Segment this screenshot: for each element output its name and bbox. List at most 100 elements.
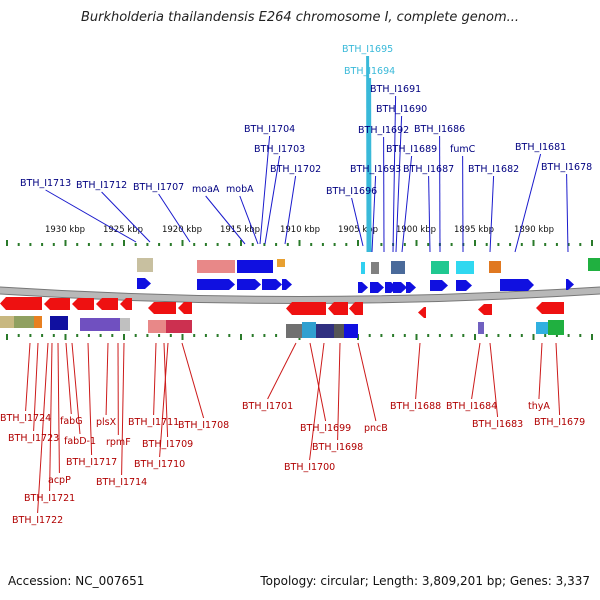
forward-gene-label: BTH_I1687 (403, 164, 454, 175)
scale-label: 1900 kbp (396, 225, 436, 235)
tick-mark (158, 334, 161, 337)
tick-mark (474, 240, 476, 246)
reverse-gene-label: BTH_I1701 (242, 401, 293, 412)
leader-line (471, 342, 481, 400)
leader-line (181, 342, 205, 419)
tick-mark (99, 334, 102, 337)
tick-mark (509, 243, 512, 246)
tick-mark (6, 334, 8, 340)
gene-arrow (44, 298, 70, 310)
leader-line (428, 175, 431, 253)
reverse-gene-label: fabD-1 (64, 436, 96, 447)
tick-mark (485, 334, 488, 337)
forward-gene-label: BTH_I1702 (270, 164, 321, 175)
leader-line (351, 197, 364, 247)
tick-mark (403, 243, 406, 246)
annotation-block (302, 322, 316, 338)
leader-line (239, 195, 259, 245)
leader-line (159, 342, 169, 458)
reverse-gene-label: acpP (48, 475, 71, 486)
tick-mark (240, 334, 242, 340)
annotation-block (34, 316, 42, 328)
tick-mark (76, 334, 79, 337)
forward-gene-label: BTH_I1682 (468, 164, 519, 175)
reverse-gene-label: BTH_I1700 (284, 462, 335, 473)
forward-leader-lines (45, 55, 569, 253)
tick-mark (52, 334, 55, 337)
tick-mark (29, 243, 32, 246)
reverse-gene-labels: BTH_I1724BTH_I1723BTH_I1722BTH_I1721acpP… (0, 401, 585, 526)
forward-gene-label: BTH_I1686 (414, 124, 465, 135)
tick-mark (193, 334, 196, 337)
tick-mark (298, 240, 301, 246)
tick-mark (251, 243, 254, 246)
tick-mark (123, 334, 125, 340)
forward-gene-label: mobA (226, 184, 254, 195)
gene-arrow (262, 279, 282, 290)
reverse-gene-label: BTH_I1684 (446, 401, 497, 412)
tick-mark (286, 243, 289, 246)
tick-mark (427, 243, 430, 246)
tick-mark (216, 243, 219, 246)
annotation-block (344, 324, 358, 338)
gene-arrow (500, 279, 534, 291)
annotation-block (588, 258, 600, 271)
forward-gene-label: BTH_I1681 (515, 142, 566, 153)
gene-arrow (137, 278, 151, 289)
leader-line (158, 193, 191, 243)
leader-line (371, 175, 377, 253)
tick-mark (251, 334, 254, 337)
annotation-block (277, 259, 285, 267)
gene-arrow (349, 302, 363, 315)
tick-mark (450, 243, 453, 246)
forward-gene-label: BTH_I1678 (541, 162, 592, 173)
scale-label: 1890 kbp (514, 225, 554, 235)
leader-line (337, 342, 341, 441)
reverse-gene-label: BTH_I1699 (300, 423, 351, 434)
leader-line (71, 342, 81, 435)
tick-mark (345, 243, 348, 246)
annotation-block (166, 320, 192, 333)
scale-label: 1905 kbp (338, 225, 378, 235)
tick-mark (158, 243, 161, 246)
leader-line (489, 342, 499, 418)
leader-line (267, 342, 297, 400)
leader-line (45, 189, 137, 243)
gene-arrow (148, 302, 176, 314)
tick-mark (474, 334, 476, 340)
annotation-block (478, 322, 484, 334)
forward-gene-label: BTH_I1704 (244, 124, 295, 135)
leader-line (49, 342, 53, 492)
leader-line (309, 342, 325, 461)
tick-mark (544, 243, 547, 246)
annotation-block (0, 316, 14, 328)
gene-arrow (478, 304, 492, 315)
leader-line (357, 342, 377, 422)
annotation-block (431, 261, 449, 274)
forward-gene-label: BTH_I1707 (133, 182, 184, 193)
annotation-block (391, 261, 405, 274)
forward-gene-label: BTH_I1690 (376, 104, 427, 115)
tick-mark (181, 334, 184, 340)
tick-mark (76, 243, 79, 246)
leader-line (415, 342, 421, 400)
tick-mark (438, 334, 441, 337)
annotation-block (80, 318, 120, 331)
annotation-block (334, 324, 344, 338)
forward-gene-label: BTH_I1712 (76, 180, 127, 191)
leader-line (264, 155, 281, 245)
tick-mark (368, 334, 371, 337)
tick-mark (591, 240, 593, 246)
gene-arrow (286, 302, 326, 315)
forward-gene-label: BTH_I1713 (20, 178, 71, 189)
tick-mark (333, 243, 336, 246)
tick-mark (99, 243, 102, 246)
reverse-leader-lines (25, 342, 561, 514)
reverse-gene-label: plsX (96, 417, 117, 428)
reverse-gene-label: fabG (60, 416, 83, 427)
tick-mark (204, 334, 207, 337)
forward-gene-label: moaA (192, 184, 220, 195)
annotation-block (536, 322, 548, 334)
tick-mark (532, 334, 535, 340)
tick-mark (579, 334, 582, 337)
